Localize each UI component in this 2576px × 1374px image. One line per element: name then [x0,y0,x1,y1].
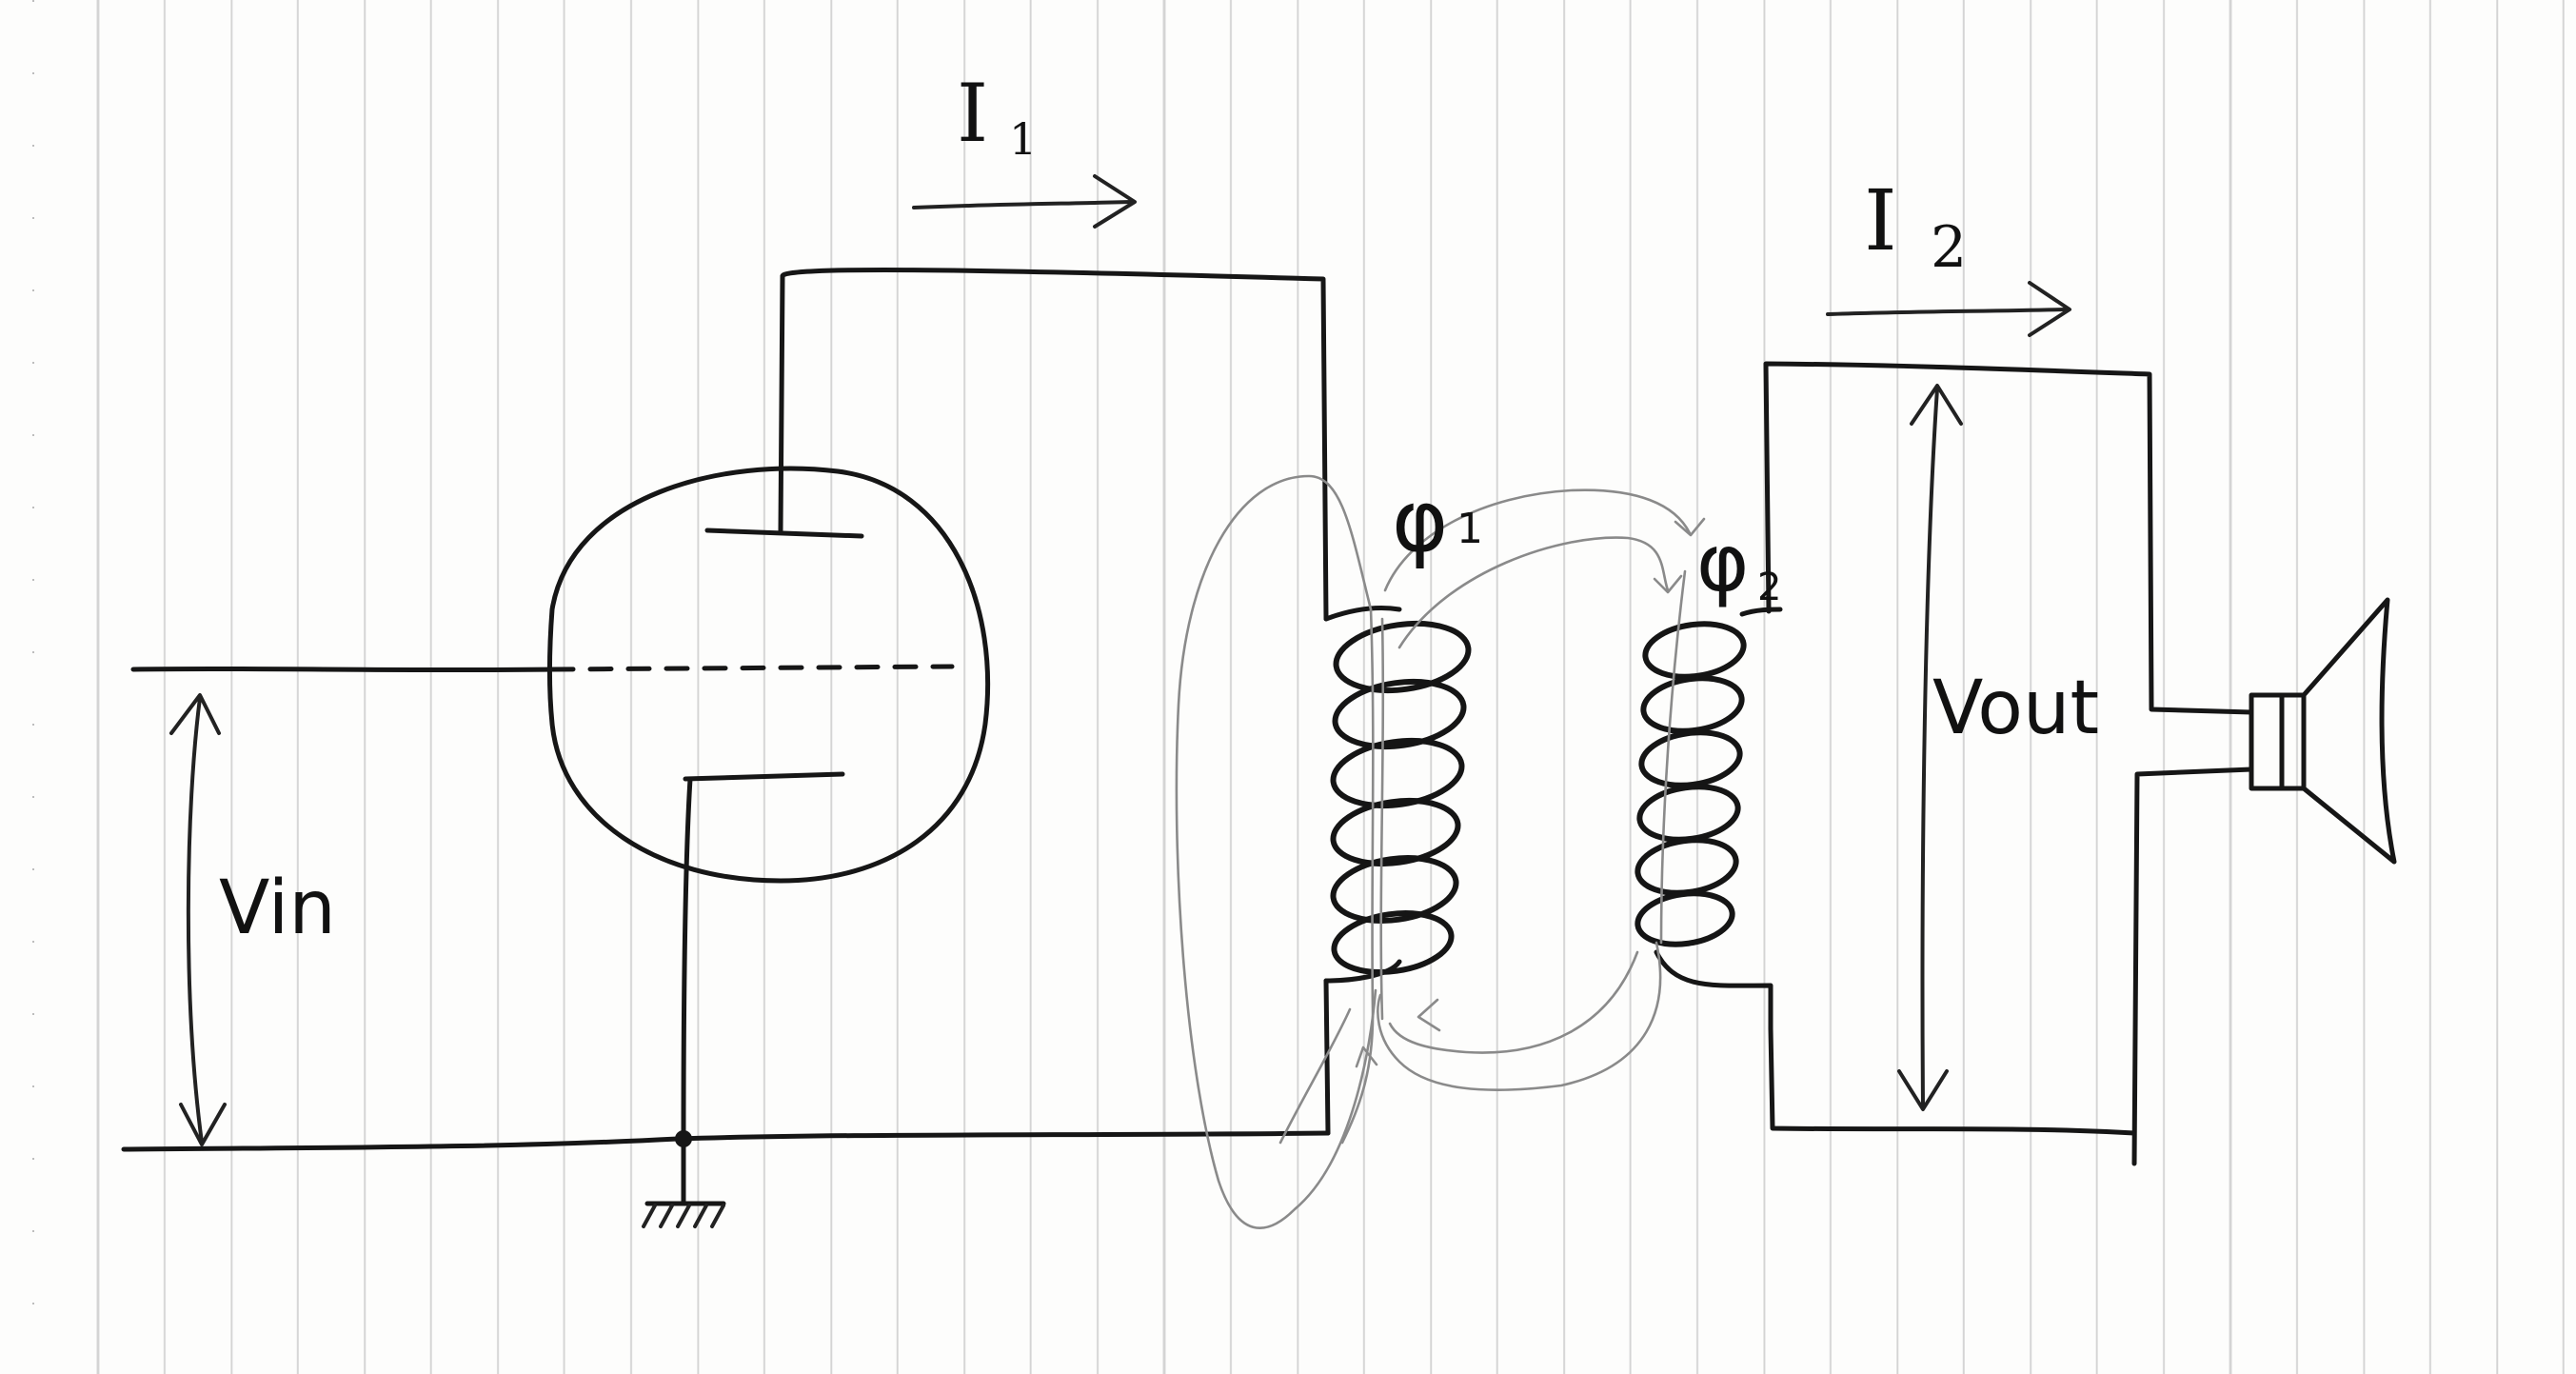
flux-arrow-phi2-upper [1674,517,1706,537]
speaker-voicecoil [2279,692,2307,791]
secondary-bottom-wire [1768,1026,2137,1136]
flux-arrow-bottom [1417,998,1441,1032]
flux-lines [1175,474,1706,1229]
flux-line-return-bottom [1377,941,1662,1091]
vout-arrow-head-bottom [1897,1069,1949,1111]
phi2-label: φ [1696,516,1749,609]
speaker-icon [2249,597,2397,865]
phi1-label: φ [1392,471,1448,571]
tube-plate [704,528,864,539]
secondary-coil-bottom-lead [1654,949,1773,1031]
vacuum-tube-triode [546,273,991,1142]
secondary-right-wire [2131,767,2254,1166]
i2-arrow [1826,308,2068,316]
tube-cathode [683,771,845,782]
flux-line-core-2 [1379,617,1385,1021]
i1-arrow-head [1093,174,1137,229]
ground-hatch [642,1204,725,1228]
flux-line-return-bottom-2 [1388,950,1639,1054]
margin-dots [32,0,34,1374]
vout-arrow-head-top [1910,384,1963,426]
vout-arrow-line [1920,387,1939,1108]
flux-arrow-left [1355,1045,1378,1068]
vin-arrow-head-top [169,693,221,735]
flux-line-phi1-to-phi2-upper [1383,488,1692,592]
flux-arrow-phi2-lower [1653,574,1683,594]
tube-cathode-lead [681,776,693,1142]
vin-arrow-head-bottom [179,1103,227,1146]
ground-symbol [642,1130,726,1228]
i2-label: I [1864,171,1897,269]
vout-label: Vout [1932,666,2099,751]
flux-line-left-lower [1278,1007,1352,1145]
tube-plate-lead [778,273,785,533]
tube-envelope [546,466,991,884]
phi1-subscript: 1 [1456,505,1483,553]
secondary-coil [1635,607,1783,1031]
primary-coil-bottom-lead [1323,959,1402,984]
i2-arrow-head [2028,281,2071,337]
vin-arrow-line [186,696,204,1145]
phi2-subscript: 2 [1757,566,1781,609]
i2-subscript: 2 [1931,214,1967,281]
i1-label: I [957,67,988,160]
flux-loop-outer-left [1175,474,1377,1229]
i1-arrow [912,200,1133,209]
secondary-left-wire [1763,361,2254,715]
vin-label: Vin [219,866,336,951]
speaker-cone [2301,597,2397,865]
primary-coil-top-lead [1323,605,1402,622]
flux-line-phi1-to-phi2-lower [1397,536,1670,649]
input-upper-wire [130,666,555,673]
speaker-magnet [2249,692,2285,791]
input-lower-wire [121,1130,1331,1152]
i1-subscript: 1 [1009,113,1037,165]
secondary-coil-top-lead [1739,607,1783,617]
primary-top-wire [780,268,1329,622]
flux-line-core-1 [1340,607,1375,1145]
primary-coil [1323,605,1472,984]
flux-line-inner-secondary [1659,569,1687,945]
tube-grid [549,664,955,672]
